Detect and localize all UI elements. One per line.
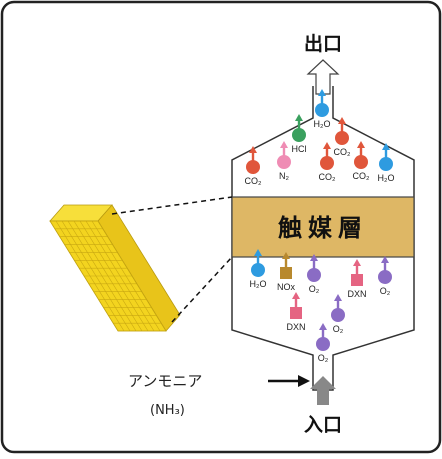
below-dxn-molecule: DXN: [347, 259, 367, 299]
molecule-arrowhead: [382, 143, 390, 150]
molecule-label: CO₂: [353, 171, 371, 181]
molecule-label: H₂O: [250, 279, 267, 289]
molecule-square: [290, 307, 302, 319]
above-water-molecule: H₂O: [378, 143, 395, 183]
molecule-label: CO₂: [319, 172, 337, 182]
catalyst-layer: [231, 196, 415, 258]
molecule-ball: [378, 270, 392, 284]
zoom-connector-bottom: [171, 256, 233, 323]
molecule-arrowhead: [353, 259, 361, 266]
molecule-ball: [292, 128, 306, 142]
molecule-label: O₂: [309, 284, 320, 294]
molecule-label: DXN: [286, 322, 305, 332]
molecule-arrowhead: [381, 256, 389, 263]
inlet-arrow-icon: [310, 376, 336, 405]
ammonia-arrow-icon: [268, 375, 310, 387]
molecule-label: O₂: [380, 286, 391, 296]
above-n2-molecule: N₂: [277, 141, 291, 181]
molecule-label: O₂: [333, 324, 344, 334]
molecule-arrowhead: [338, 117, 346, 124]
molecule-label: H₂O: [378, 173, 395, 183]
above-hcl-molecule: HCl: [292, 114, 307, 154]
molecule-square: [280, 267, 292, 279]
molecule-arrowhead: [295, 114, 303, 121]
zoom-connector-top: [111, 196, 233, 215]
below-dxn-molecule: DXN: [286, 292, 306, 332]
molecule-arrowhead: [357, 141, 365, 148]
outlet-label: 出口: [304, 32, 342, 55]
molecule-ball: [307, 268, 321, 282]
molecule-arrowhead: [249, 146, 257, 153]
molecule-ball: [354, 155, 368, 169]
ammonia-formula: (NH₃): [150, 403, 185, 418]
molecule-ball: [335, 131, 349, 145]
molecule-arrowhead: [323, 142, 331, 149]
catalyst-layer-label: 触媒層: [278, 214, 368, 242]
ammonia-label: アンモニア: [128, 372, 202, 390]
molecule-label: NOx: [277, 282, 296, 292]
molecule-arrowhead: [292, 292, 300, 299]
molecule-ball: [379, 157, 393, 171]
molecule-ball: [315, 103, 329, 117]
molecule-ball: [331, 308, 345, 322]
molecule-arrowhead: [254, 249, 262, 256]
molecule-label: O₂: [318, 353, 329, 363]
inlet-label: 入口: [304, 414, 342, 436]
molecule-square: [351, 274, 363, 286]
molecule-arrowhead: [319, 323, 327, 330]
molecule-arrowhead: [334, 294, 342, 301]
molecule-ball: [246, 160, 260, 174]
molecule-label: DXN: [347, 289, 366, 299]
below-o2-molecule: O₂: [307, 254, 321, 294]
above-co2-molecule: CO₂: [353, 141, 371, 181]
molecule-ball: [251, 263, 265, 277]
honeycomb-catalyst-block: [49, 204, 181, 332]
molecule-label: H₂O: [314, 119, 331, 129]
molecule-ball: [277, 155, 291, 169]
below-nox-molecule: NOx: [277, 252, 296, 292]
above-co2-molecule: CO₂: [245, 146, 263, 186]
molecule-label: CO₂: [245, 176, 263, 186]
below-water-molecule: H₂O: [250, 249, 267, 289]
molecule-arrowhead: [318, 89, 326, 96]
below-o2-molecule: O₂: [378, 256, 392, 296]
above-co2-molecule: CO₂: [319, 142, 337, 182]
molecule-arrowhead: [310, 254, 318, 261]
molecule-ball: [320, 156, 334, 170]
above-co2-molecule: CO₂: [334, 117, 352, 157]
below-o2-molecule: O₂: [316, 323, 330, 363]
outlet-arrow-icon: [306, 59, 340, 95]
molecule-label: HCl: [292, 144, 307, 154]
below-o2-molecule: O₂: [331, 294, 345, 334]
above-water-molecule: H₂O: [314, 89, 331, 129]
molecule-arrowhead: [280, 141, 288, 148]
molecule-label: N₂: [279, 171, 289, 181]
molecule-arrowhead: [282, 252, 290, 259]
molecule-ball: [316, 337, 330, 351]
molecule-label: CO₂: [334, 147, 352, 157]
